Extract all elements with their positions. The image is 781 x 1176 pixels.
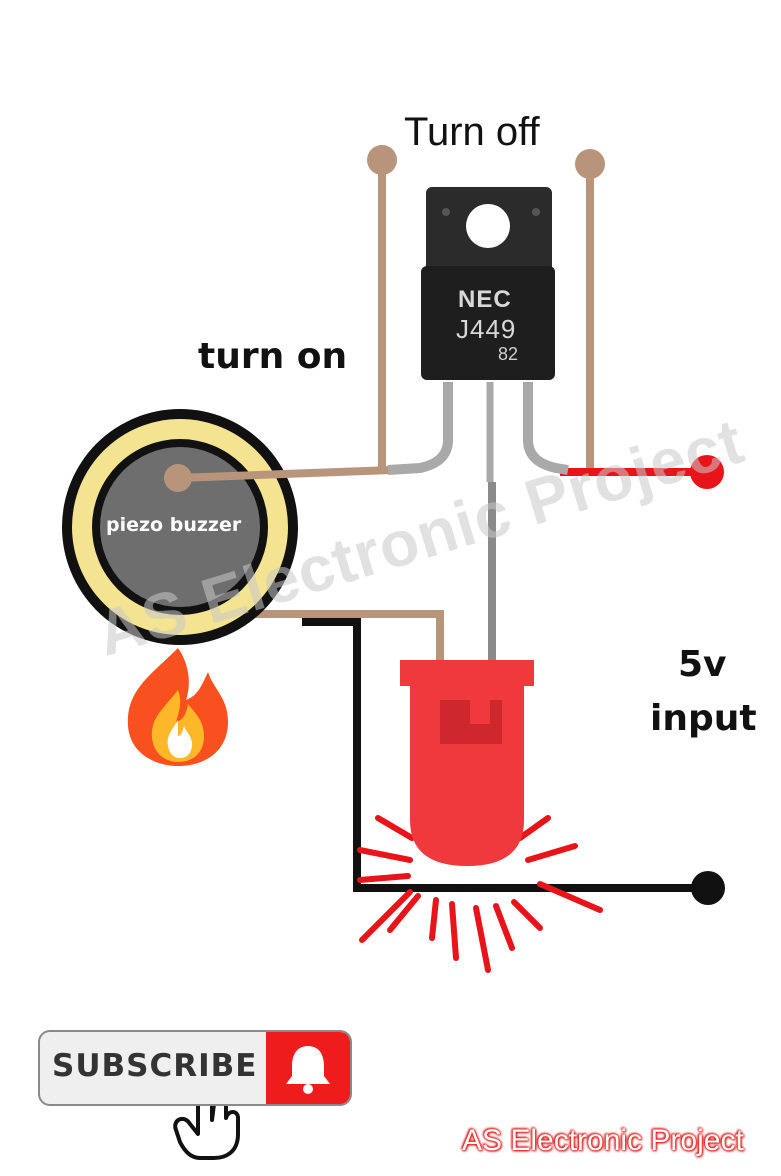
fire-icon (127, 648, 228, 766)
tan-wire-left (367, 145, 397, 468)
tan-piezo-wire (177, 466, 393, 482)
turn-on-label: turn on (198, 336, 348, 377)
turn-off-label: Turn off (404, 110, 540, 154)
hand-pointer-icon (173, 1076, 240, 1160)
input-label: input (650, 698, 757, 739)
bell-icon (266, 1032, 350, 1104)
black-ground-wire (302, 618, 725, 905)
voltage-label: 5v (678, 644, 727, 685)
led-glow (357, 815, 603, 973)
transistor-brand: NEC (458, 286, 512, 313)
transistor-code: 82 (498, 344, 519, 364)
footer-brand: AS Electronic Project (462, 1124, 744, 1157)
piezo-buzzer-label: piezo buzzer (106, 514, 242, 536)
red-output-wire (560, 455, 724, 489)
transistor-part: J449 (456, 314, 517, 344)
subscribe-label: SUBSCRIBE (52, 1048, 258, 1084)
tan-wire-right (575, 149, 605, 468)
subscribe-button[interactable]: SUBSCRIBE (38, 1030, 352, 1106)
led (400, 660, 534, 866)
transistor (387, 187, 569, 482)
tan-led-wire (230, 610, 444, 668)
